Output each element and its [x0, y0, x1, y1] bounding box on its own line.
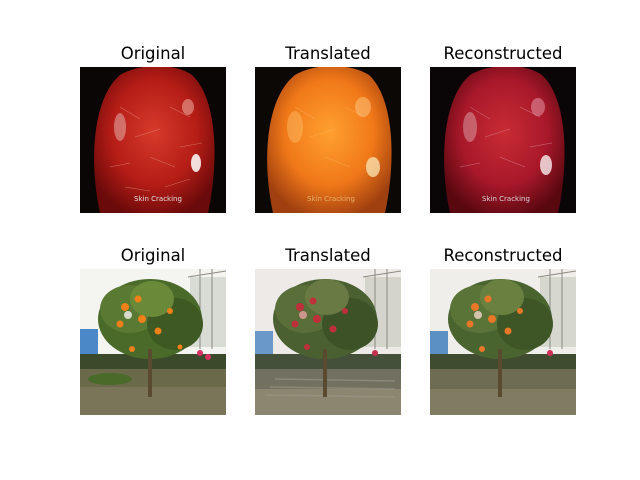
panel-title: Original — [120, 246, 186, 265]
panel-title: Translated — [285, 44, 371, 63]
panel-title: Reconstructed — [443, 44, 563, 63]
fruit-tree-image — [255, 269, 401, 415]
fruit-closeup-image: Skin Cracking — [80, 67, 226, 213]
panel-title: Original — [120, 44, 186, 63]
panel-title: Translated — [285, 246, 371, 265]
fruit-tree-image — [80, 269, 226, 415]
fruit-closeup-image: Skin Cracking — [255, 67, 401, 213]
panel-title: Reconstructed — [443, 246, 563, 265]
fruit-closeup-image: Skin Cracking — [430, 67, 576, 213]
fruit-tree-image — [430, 269, 576, 415]
watermark-text: Skin Cracking — [307, 195, 355, 203]
watermark-text: Skin Cracking — [482, 195, 530, 203]
watermark-text: Skin Cracking — [134, 195, 182, 203]
